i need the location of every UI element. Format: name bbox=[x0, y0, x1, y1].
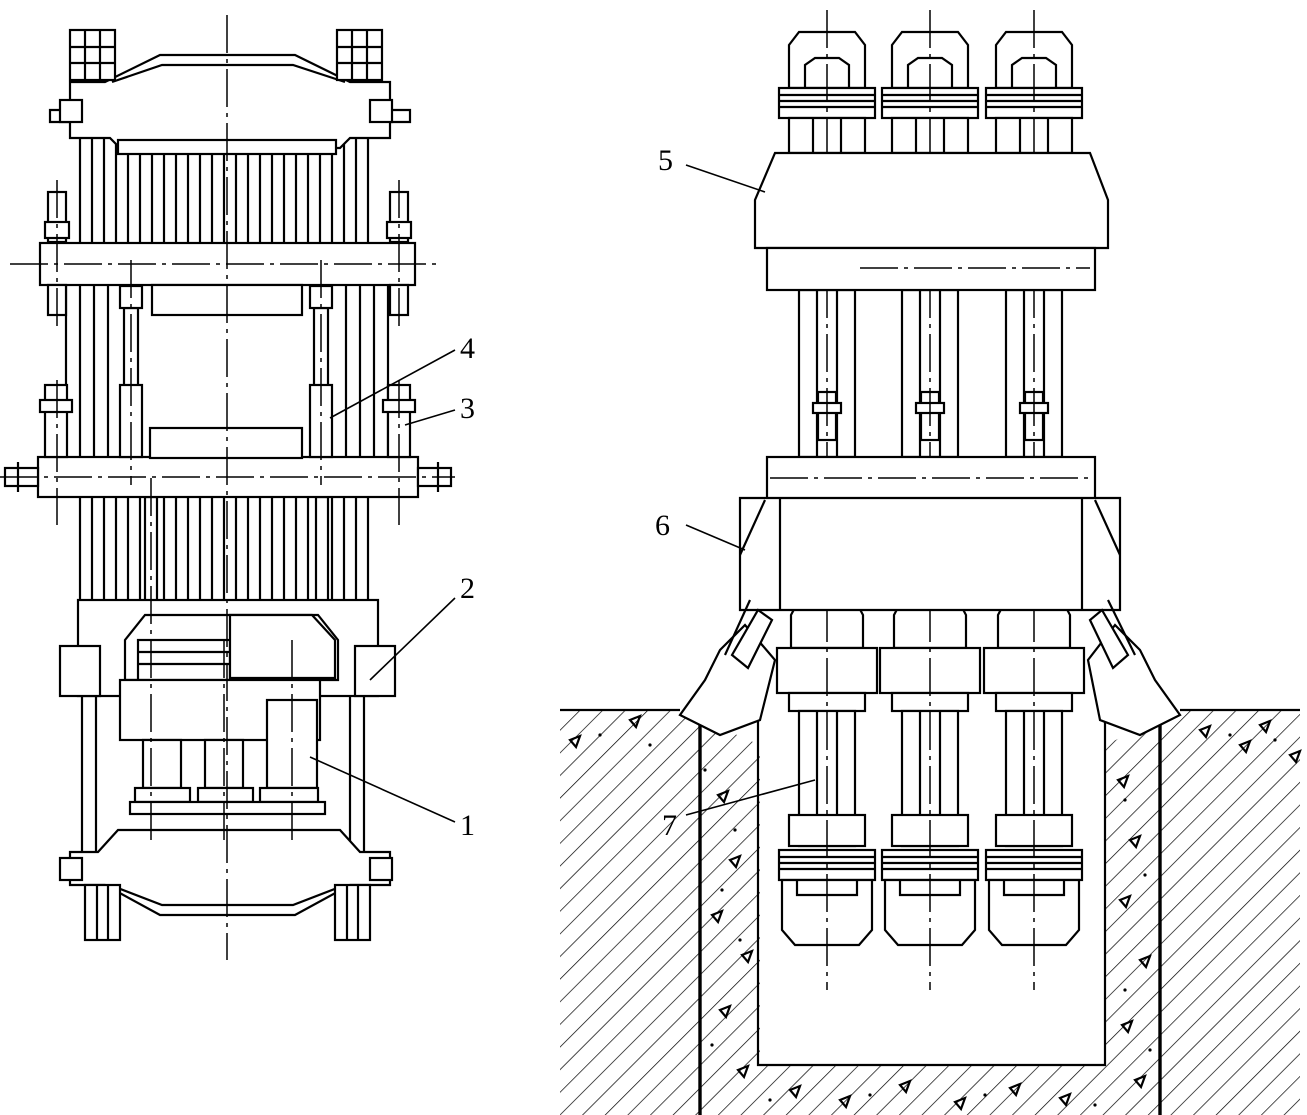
aggregate-dot bbox=[1093, 1103, 1097, 1107]
aggregate-mark bbox=[736, 1064, 750, 1080]
bottom-head bbox=[780, 878, 874, 947]
bottom-head bbox=[987, 878, 1081, 947]
aggregate-dot bbox=[648, 743, 652, 747]
head-outline bbox=[1010, 56, 1058, 88]
bottom-head bbox=[883, 878, 977, 947]
aggregate-mark bbox=[1008, 1082, 1022, 1098]
aggregate-dot bbox=[868, 1093, 872, 1097]
aggregate-dot bbox=[1123, 988, 1127, 992]
head-outline bbox=[906, 56, 954, 88]
aggregate-dot bbox=[983, 1093, 987, 1097]
top-crosshead bbox=[48, 28, 412, 156]
aggregate-dot bbox=[710, 1043, 714, 1047]
aggregate-mark bbox=[1058, 1092, 1072, 1108]
aggregate-mark bbox=[1133, 1074, 1147, 1090]
aggregate-mark bbox=[788, 1084, 802, 1100]
aggregate-dot bbox=[598, 733, 602, 737]
aggregate-mark bbox=[1258, 719, 1272, 735]
side-view bbox=[560, 10, 1302, 1115]
aggregate-dot bbox=[768, 1098, 772, 1102]
aggregate-mark bbox=[728, 854, 742, 870]
callout-3: 3 bbox=[460, 392, 475, 425]
aggregate-dot bbox=[703, 768, 707, 772]
head-outline bbox=[803, 56, 851, 88]
aggregate-mark bbox=[710, 909, 724, 925]
aggregate-dot bbox=[1228, 733, 1232, 737]
aggregate-mark bbox=[1118, 894, 1132, 910]
aggregate-dot bbox=[1143, 873, 1147, 877]
callout-4: 4 bbox=[460, 332, 475, 365]
aggregate-dot bbox=[738, 938, 742, 942]
aggregate-dot bbox=[1148, 1048, 1152, 1052]
aggregate-mark bbox=[628, 714, 642, 730]
callout-1: 1 bbox=[460, 809, 475, 842]
aggregate-mark bbox=[953, 1096, 967, 1112]
callout-2: 2 bbox=[460, 572, 475, 605]
aggregate-mark bbox=[740, 949, 754, 965]
bottom-crosshead bbox=[58, 828, 394, 942]
aggregate-mark bbox=[838, 1094, 852, 1110]
aggregate-mark bbox=[1138, 954, 1152, 970]
aggregate-mark bbox=[716, 789, 730, 805]
aggregate-mark bbox=[1198, 724, 1212, 740]
aggregate-dot bbox=[1123, 798, 1127, 802]
aggregate-mark bbox=[1120, 1019, 1134, 1035]
callout-5: 5 bbox=[658, 144, 673, 177]
column-rods bbox=[64, 138, 390, 852]
aggregate-mark bbox=[718, 1004, 732, 1020]
aggregate-mark bbox=[1128, 834, 1142, 850]
front-view bbox=[0, 15, 455, 960]
aggregate-dot bbox=[1273, 738, 1277, 742]
aggregate-mark bbox=[1116, 774, 1130, 790]
moving-beam bbox=[3, 284, 453, 499]
upper-crosshead bbox=[753, 151, 1110, 292]
lower-crosshead bbox=[738, 455, 1122, 612]
callout-leaders bbox=[309, 164, 816, 823]
aggregate-mark bbox=[898, 1079, 912, 1095]
aggregate-mark bbox=[1288, 749, 1302, 765]
aggregate-mark bbox=[568, 734, 582, 750]
concrete-aggregate bbox=[568, 714, 1302, 1112]
aggregate-mark bbox=[1238, 739, 1252, 755]
callout-6: 6 bbox=[655, 509, 670, 542]
callout-7: 7 bbox=[662, 809, 677, 842]
side-arms bbox=[678, 599, 1182, 737]
aggregate-dot bbox=[720, 888, 724, 892]
aggregate-dot bbox=[733, 828, 737, 832]
